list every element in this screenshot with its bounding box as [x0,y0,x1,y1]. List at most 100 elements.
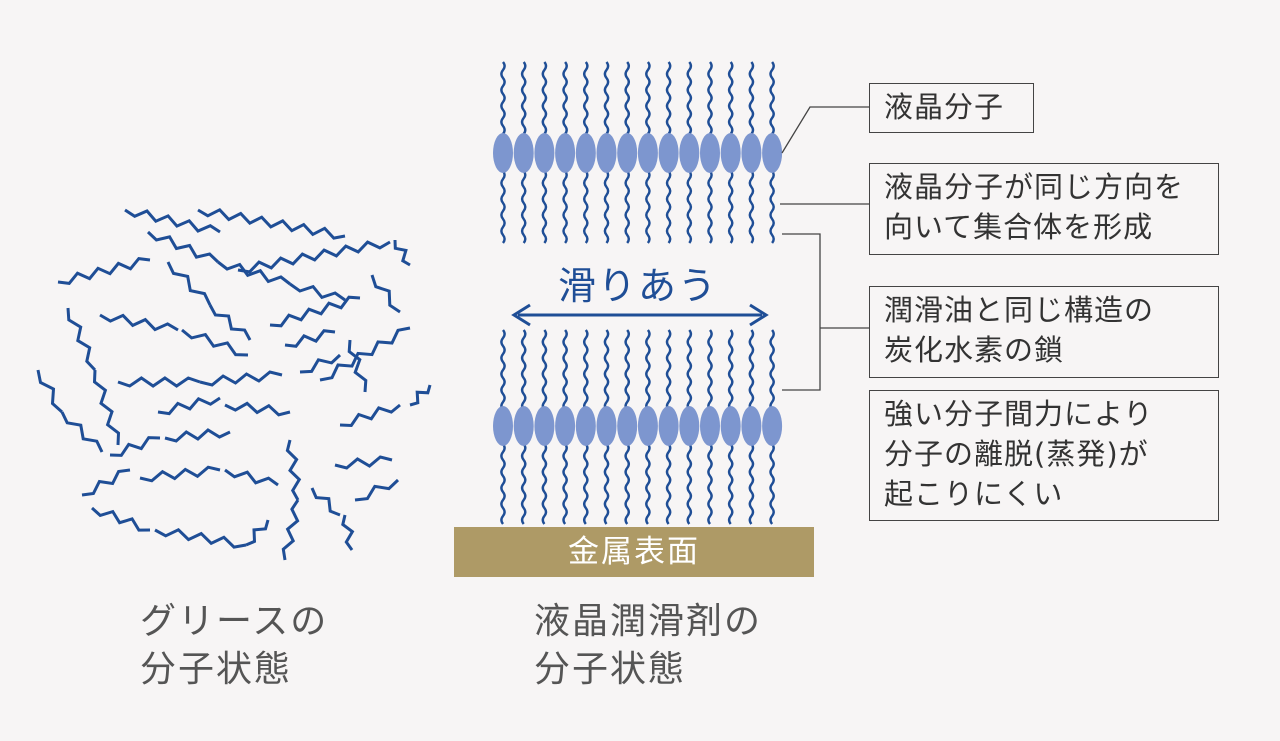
grease-chain [66,307,97,372]
grease-chain [199,370,283,387]
slide-arrow-head-left [511,303,531,327]
caption-liquid-crystal: 液晶潤滑剤の 分子状態 [534,601,763,690]
hydrocarbon-chain [583,61,589,135]
hydrocarbon-chain [748,443,755,525]
hydrocarbon-chain [665,443,672,525]
hydrocarbon-chain [624,170,630,244]
grease-chain [57,257,151,285]
hydrocarbon-chain [603,170,610,244]
hydrocarbon-chain [727,443,734,525]
liquid-crystal-molecule [679,406,700,446]
hydrocarbon-chain [562,61,568,135]
liquid-crystal-layer-bottom [493,329,783,525]
grease-chain [181,328,249,357]
liquid-crystal-molecule [617,406,638,446]
hydrocarbon-chain [624,329,630,411]
liquid-crystal-molecule [720,133,741,173]
liquid-crystal-molecule [637,133,658,173]
callout-hydrocarbon-chain: 潤滑油と同じ構造の 炭化水素の鎖 [869,286,1219,378]
callout-liquid-crystal-molecule: 液晶分子 [869,83,1034,133]
liquid-crystal-molecule [575,406,596,446]
hydrocarbon-chain [686,443,693,525]
grease-chain [146,230,220,264]
hydrocarbon-chain [665,170,672,244]
liquid-crystal-molecule [679,133,700,173]
grease-chain [36,369,64,414]
hydrocarbon-chain [686,329,693,411]
hydrocarbon-chain [686,61,693,135]
hydrocarbon-chain [707,170,713,244]
hydrocarbon-chain [748,170,755,244]
hydrocarbon-chain [727,170,734,244]
grease-chain [90,506,151,532]
liquid-crystal-molecule [658,406,679,446]
grease-chain [208,304,252,341]
hydrocarbon-chain [583,170,589,244]
grease-chain [197,207,346,240]
hydrocarbon-chain [727,61,734,135]
hydrocarbon-chain [624,443,630,525]
grease-chain [109,436,161,457]
grease-chain [124,208,221,234]
hydrocarbon-chain [562,329,568,411]
grease-chain [285,439,302,501]
hydrocarbon-chain [707,329,713,411]
hydrocarbon-chain [541,170,548,244]
hydrocarbon-chain [603,443,610,525]
hydrocarbon-chain [541,61,548,135]
grease-chain [164,428,231,443]
hydrocarbon-chain [769,61,775,135]
grease-chain [60,411,104,453]
liquid-crystal-molecule [741,406,762,446]
grease-chain [92,369,121,446]
hydrocarbon-chain [500,329,506,411]
hydrocarbon-chain [727,329,734,411]
grease-chain [370,274,401,314]
metal-surface-label: 金属表面 [568,534,700,570]
hydrocarbon-chain [603,61,610,135]
hydrocarbon-chain [583,329,589,411]
hydrocarbon-chain [541,329,548,411]
hydrocarbon-chain [500,170,506,244]
liquid-crystal-molecule [513,406,534,446]
liquid-crystal-molecule [555,133,576,173]
liquid-crystal-molecule [637,406,658,446]
slide-arrow [511,303,769,327]
grease-chain [237,240,391,274]
grease-chain [157,396,221,416]
hydrocarbon-chain [645,170,651,244]
leader-lines [780,106,869,391]
hydrocarbon-chain [520,61,527,135]
liquid-crystal-molecule [762,406,783,446]
liquid-crystal-molecule [493,133,513,173]
hydrocarbon-chain [665,329,672,411]
grease-chain [99,313,179,332]
grease-chain [339,403,401,428]
grease-chain [154,527,247,549]
grease-chain [281,499,300,561]
liquid-crystal-molecule [720,406,741,446]
grease-chain [310,487,341,517]
grease-chain [224,401,291,417]
callout-low-evaporation: 強い分子間力により 分子の離脱(蒸発)が 起こりにくい [869,390,1219,521]
grease-chains [36,207,432,561]
hydrocarbon-chain [645,61,651,135]
hydrocarbon-chain [645,443,651,525]
grease-chain [334,455,393,470]
hydrocarbon-chain [562,443,568,525]
hydrocarbon-chain [500,61,506,135]
slide-arrow-head-right [749,303,769,327]
grease-chain [117,376,201,388]
hydrocarbon-chain [686,170,693,244]
grease-chain [354,478,400,502]
grease-chain [299,353,342,374]
liquid-crystal-molecule [658,133,679,173]
grease-chain [81,468,131,497]
hydrocarbon-chain [769,170,775,244]
hydrocarbon-chain [624,61,630,135]
liquid-crystal-molecule [741,133,762,173]
hydrocarbon-chain [665,61,672,135]
hydrocarbon-chain [562,170,568,244]
slide-label: 滑りあう [557,264,718,308]
